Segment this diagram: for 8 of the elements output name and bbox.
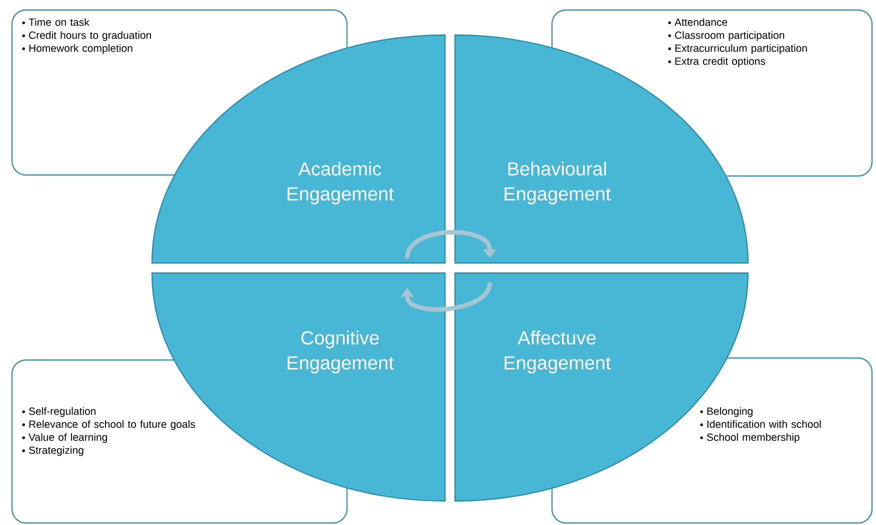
bullet-item: Credit hours to graduation bbox=[22, 31, 151, 41]
bullet-item: Strategizing bbox=[22, 446, 84, 456]
bullet-item: Value of learning bbox=[22, 433, 107, 443]
bullet-item: Homework completion bbox=[22, 44, 132, 54]
bullet-item: Attendance bbox=[668, 18, 728, 26]
cycle-arrow bbox=[405, 230, 497, 259]
bullet-item: Time on task bbox=[22, 18, 90, 26]
bullet-item: Self-regulation bbox=[22, 407, 96, 417]
